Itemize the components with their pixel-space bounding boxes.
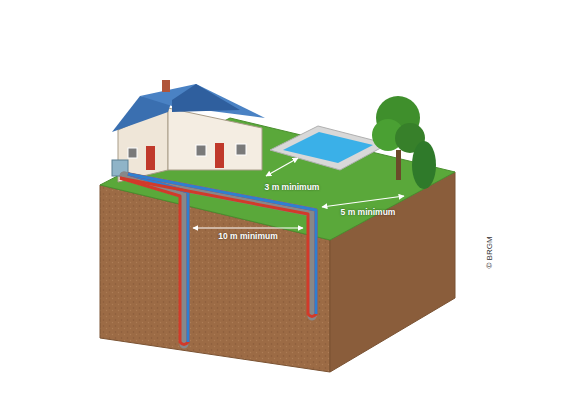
dimension-label: 5 m minimum bbox=[341, 207, 396, 217]
dimension-lines bbox=[193, 158, 404, 228]
window bbox=[196, 145, 206, 156]
house-roof bbox=[172, 84, 240, 112]
door bbox=[215, 143, 224, 168]
tree-trunk bbox=[396, 150, 401, 180]
copyright-note: © BRGM bbox=[485, 236, 494, 268]
dimension-label: 10 m minimum bbox=[218, 231, 278, 241]
door bbox=[146, 146, 155, 170]
window bbox=[128, 148, 137, 158]
shrub bbox=[412, 141, 436, 189]
house-roof bbox=[140, 84, 265, 118]
house-wall bbox=[168, 108, 262, 170]
dimension-label: 3 m minimum bbox=[265, 182, 320, 192]
geothermal-probes bbox=[120, 174, 316, 345]
window bbox=[236, 144, 246, 155]
chimney bbox=[162, 80, 170, 92]
